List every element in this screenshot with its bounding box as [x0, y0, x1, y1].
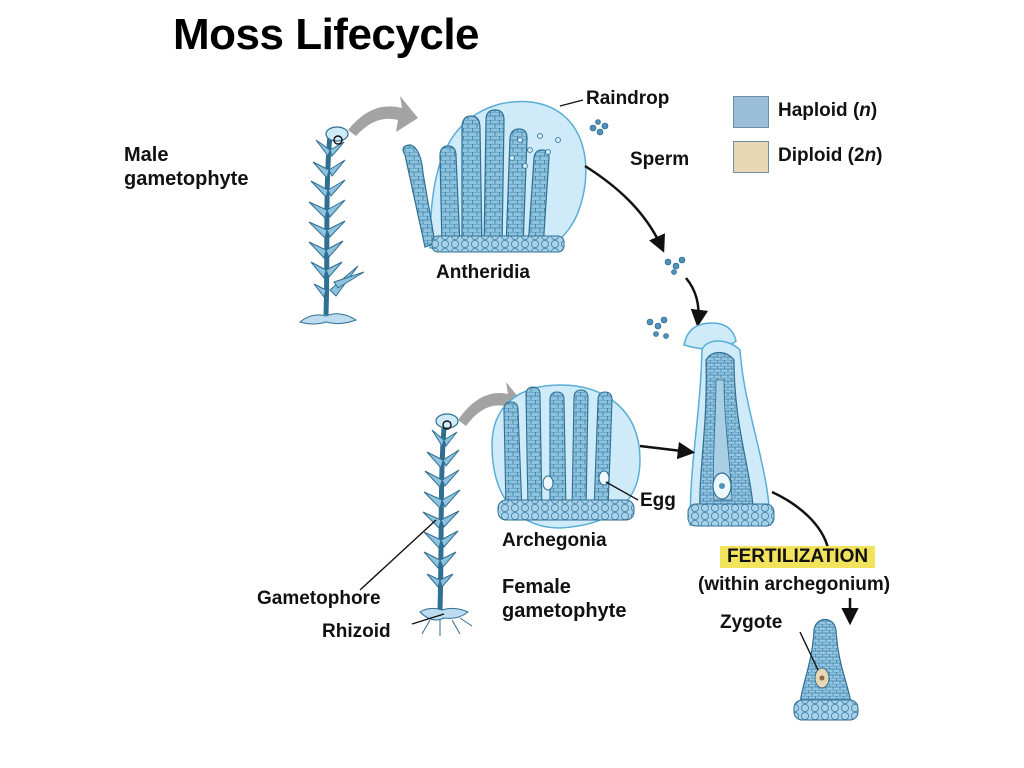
archegonia-raindrop	[491, 384, 641, 529]
zoom-arrow-male	[348, 96, 418, 136]
sperm-path-arrow-1	[584, 164, 665, 253]
diploid-label: Diploid (2n)	[778, 145, 883, 166]
fertilization-connector	[771, 490, 830, 549]
antheridia-label: Antheridia	[436, 262, 530, 283]
zygote-label: Zygote	[720, 612, 783, 633]
archegonia-to-fertilization-arrow	[639, 441, 696, 460]
archegonia-label: Archegonia	[502, 530, 607, 551]
egg-label: Egg	[640, 490, 676, 511]
sperm-path-arrow-2	[685, 277, 709, 328]
sperm-clusters	[589, 119, 686, 339]
zoom-arrow-female	[458, 382, 524, 426]
fertilization-label: FERTILIZATION	[720, 546, 876, 568]
male-gametophyte-label: Male gametophyte	[124, 144, 249, 190]
diagram-title: Moss Lifecycle	[173, 10, 480, 59]
antheridia-raindrop	[402, 100, 587, 253]
rhizoid-label: Rhizoid	[322, 621, 391, 642]
leader-lines	[359, 99, 819, 671]
haploid-label: Haploid (n)	[778, 100, 878, 121]
male-gametophyte-plant	[298, 126, 365, 325]
haploid-swatch	[733, 96, 769, 128]
raindrop-label: Raindrop	[586, 88, 670, 109]
zygote-archegonium	[793, 618, 859, 721]
archegonium-fertilization	[683, 322, 775, 527]
female-gametophyte-plant	[419, 413, 473, 636]
gametophore-label: Gametophore	[257, 588, 381, 609]
diploid-swatch	[733, 141, 769, 173]
within-archegonium-label: (within archegonium)	[698, 574, 891, 595]
sperm-label: Sperm	[630, 149, 690, 170]
female-gametophyte-label: Female gametophyte	[502, 576, 627, 622]
